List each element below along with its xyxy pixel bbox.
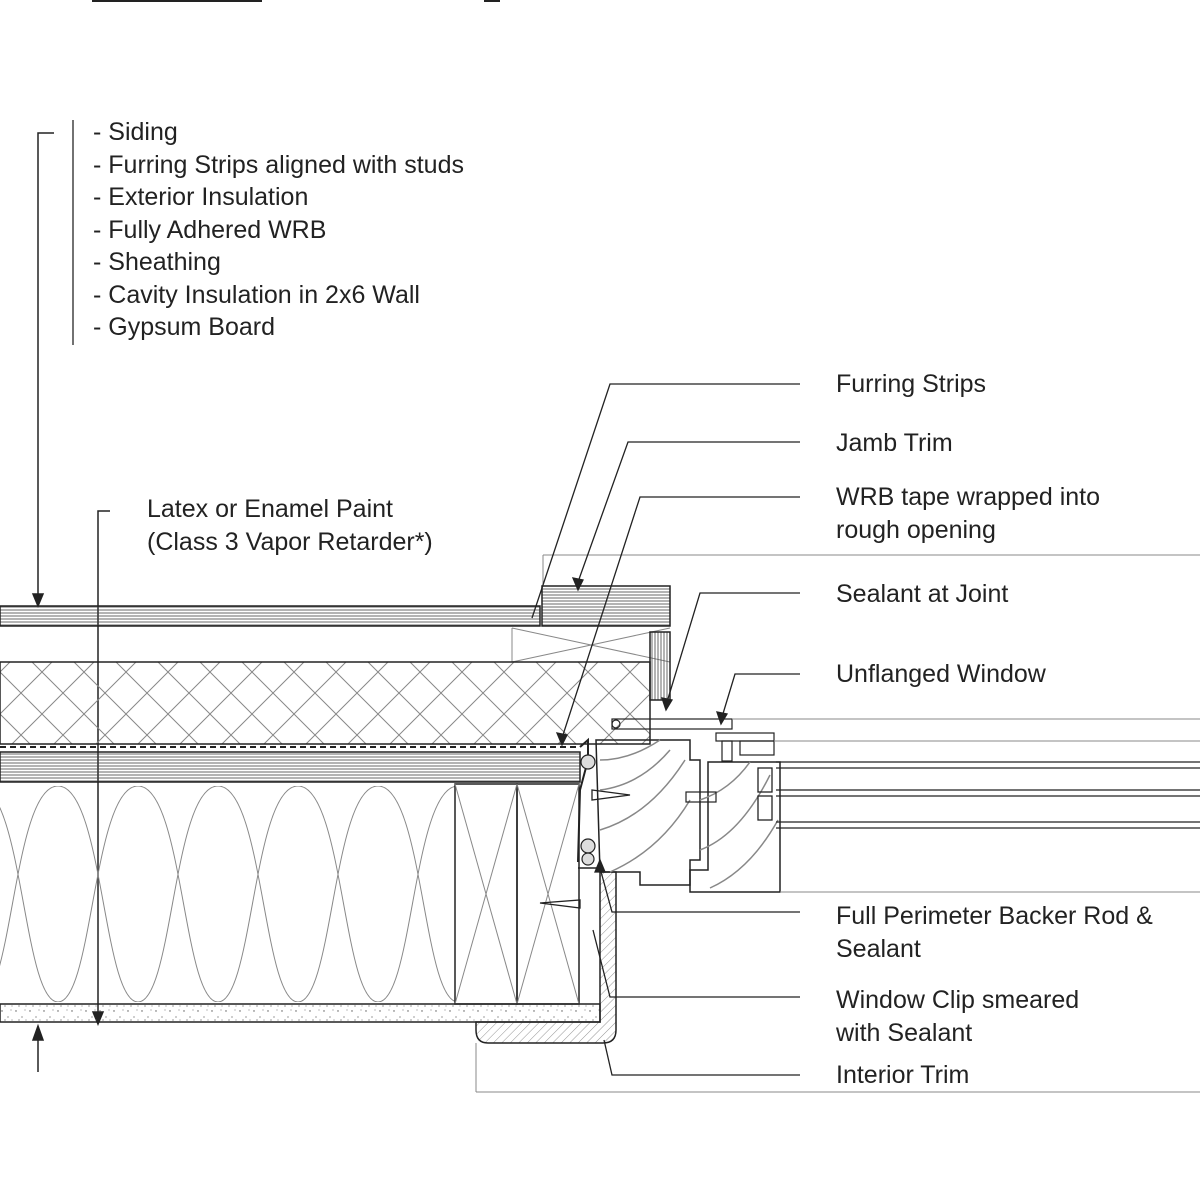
callout-sealant-joint: Sealant at Joint <box>836 580 1009 608</box>
callout-window-clip: Window Clip smeared with Sealant <box>836 984 1079 1049</box>
layer-siding: - Siding <box>93 118 178 146</box>
backer-rods <box>580 754 596 866</box>
callout-interior-trim: Interior Trim <box>836 1061 970 1089</box>
extent-lines <box>475 554 1200 1093</box>
callout-window-clip-line1: Window Clip smeared <box>836 986 1080 1014</box>
callout-wrb-tape-line2: rough opening <box>836 515 996 544</box>
gypsum-board <box>0 1003 601 1023</box>
layer-cavity-insulation: - Cavity Insulation in 2x6 Wall <box>93 280 420 309</box>
callout-jamb-trim: Jamb Trim <box>836 429 953 457</box>
window-sash <box>689 761 781 893</box>
paint-note-line2: (Class 3 Vapor Retarder*) <box>147 527 433 556</box>
callout-furring-strips: Furring Strips <box>836 370 987 398</box>
layer-gypsum-board: - Gypsum Board <box>93 313 276 341</box>
paint-note-line1: Latex or Enamel Paint <box>147 495 393 523</box>
window-cladding <box>611 718 775 803</box>
furring-cavity <box>511 627 671 663</box>
layer-furring-strips: - Furring Strips aligned with studs <box>93 150 464 179</box>
callout-wrb-tape-line1: WRB tape wrapped into <box>836 483 1101 511</box>
callout-wrb-tape: WRB tape wrapped into rough opening <box>836 481 1100 546</box>
jamb-trim <box>649 631 671 701</box>
callout-backer-rod: Full Perimeter Backer Rod & Sealant <box>836 900 1153 965</box>
callout-leaders <box>531 383 800 1076</box>
studs <box>454 783 580 1005</box>
furring-strip-end <box>541 585 671 627</box>
interior-trim <box>475 871 617 1044</box>
wall-layer-list: - Siding - Furring Strips aligned with s… <box>93 116 464 344</box>
cavity-insulation <box>0 786 455 1002</box>
layer-leader <box>31 132 54 1072</box>
layer-exterior-insulation: - Exterior Insulation <box>93 183 309 211</box>
siding <box>0 605 541 627</box>
sheathing <box>0 751 581 783</box>
layer-sheathing: - Sheathing <box>93 248 221 276</box>
window-frame <box>595 739 701 886</box>
paint-note: Latex or Enamel Paint (Class 3 Vapor Ret… <box>147 493 433 558</box>
callout-backer-rod-line1: Full Perimeter Backer Rod & <box>836 902 1153 930</box>
screws <box>539 789 631 909</box>
exterior-insulation <box>0 661 651 745</box>
callout-backer-rod-line2: Sealant <box>836 934 921 963</box>
callout-unflanged-window: Unflanged Window <box>836 660 1046 688</box>
callout-window-clip-line2: with Sealant <box>836 1018 973 1047</box>
glazing <box>757 761 1200 829</box>
layer-wrb: - Fully Adhered WRB <box>93 215 327 244</box>
